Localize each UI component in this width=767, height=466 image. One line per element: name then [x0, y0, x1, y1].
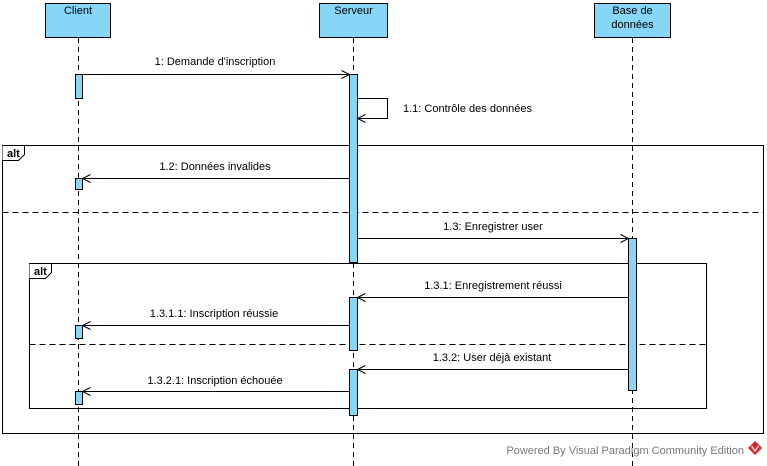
alt-fragment-inner[interactable]: alt [29, 263, 707, 409]
activation-bar [628, 238, 637, 391]
message-label: 1.3: Enregistrer user [443, 221, 543, 233]
alt-operator-label: alt [34, 266, 47, 278]
alt-fragment-outer[interactable]: alt [2, 145, 764, 434]
activation-bar [75, 325, 83, 339]
message-1-3-2-1[interactable]: 1.3.2.1: Inscription échouée [83, 375, 350, 392]
activation-bar [75, 74, 83, 99]
activation-bar [75, 178, 83, 190]
message-1-1-self[interactable]: 1.1: Contrôle des données [358, 98, 533, 119]
message-label: 1.1: Contrôle des données [403, 103, 533, 115]
lifeline-base-de-donnees[interactable]: Base de données [594, 3, 671, 38]
activation-bar [349, 297, 358, 351]
activation-bar [349, 74, 358, 263]
lifeline-client[interactable]: Client [45, 3, 111, 38]
watermark: Powered By Visual Paradigm Community Edi… [506, 441, 762, 457]
lifeline-base-label-line1: Base de [612, 5, 652, 17]
message-label: 1.3.1.1: Inscription réussie [150, 308, 278, 320]
lifeline-serveur-label: Serveur [334, 5, 373, 17]
message-label: 1.3.2: User déjà existant [433, 352, 552, 364]
message-label: 1.3.1: Enregistrement réussi [424, 280, 562, 292]
lifeline-client-label: Client [64, 5, 92, 17]
watermark-text: Powered By Visual Paradigm Community Edi… [506, 445, 744, 457]
alt-operator-label: alt [7, 148, 20, 160]
lifeline-base-label-line2: données [611, 19, 654, 31]
message-1-3-2[interactable]: 1.3.2: User déjà existant [358, 352, 629, 370]
visual-paradigm-logo-icon [748, 441, 762, 455]
message-label: 1: Demande d'inscription [155, 56, 276, 68]
lifeline-serveur[interactable]: Serveur [319, 3, 388, 38]
message-1-3-1-1[interactable]: 1.3.1.1: Inscription réussie [83, 308, 350, 326]
message-1-2[interactable]: 1.2: Données invalides [83, 161, 350, 179]
message-1-3[interactable]: 1.3: Enregistrer user [357, 221, 629, 239]
activation-bar [75, 391, 83, 405]
message-1[interactable]: 1: Demande d'inscription [82, 56, 350, 75]
message-label: 1.3.2.1: Inscription échouée [147, 375, 282, 387]
activation-bar [349, 369, 358, 416]
message-1-3-1[interactable]: 1.3.1: Enregistrement réussi [358, 280, 629, 298]
message-label: 1.2: Données invalides [159, 161, 271, 173]
